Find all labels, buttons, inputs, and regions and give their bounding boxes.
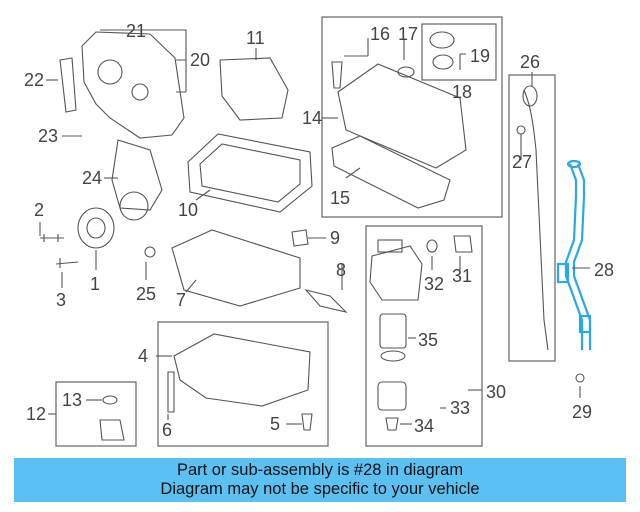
callout-7: 7: [176, 290, 186, 310]
callout-34: 34: [414, 416, 434, 436]
callout-16: 16: [370, 24, 390, 44]
callout-26: 26: [520, 52, 540, 72]
group-box-4: [157, 321, 329, 447]
callout-30: 30: [486, 382, 506, 402]
callout-28: 28: [594, 260, 614, 280]
callout-1: 1: [90, 274, 100, 294]
timing-cover-20: [81, 31, 185, 139]
callout-32: 32: [424, 274, 444, 294]
callout-18: 18: [452, 82, 472, 102]
part-11: [219, 57, 289, 121]
callout-4: 4: [138, 346, 148, 366]
pulley-1: [77, 207, 115, 249]
callout-24: 24: [82, 168, 102, 188]
group-box-30: [365, 225, 483, 447]
banner-line-1: Part or sub-assembly is #28 in diagram: [176, 461, 464, 479]
callout-3: 3: [56, 290, 66, 310]
callout-13: 13: [62, 390, 82, 410]
callout-8: 8: [336, 260, 346, 280]
callout-11: 11: [246, 28, 265, 48]
callout-25: 25: [136, 284, 156, 304]
filter-35: [379, 313, 407, 349]
part-22: [59, 57, 77, 113]
gasket-15: [331, 135, 451, 209]
callout-20: 20: [190, 50, 210, 70]
callout-19: 19: [470, 46, 490, 66]
callout-6: 6: [162, 420, 172, 440]
parts-diagram: 21 20 22 23 24 11 10 2 1 3 25 7 9 8 16 1…: [24, 16, 614, 447]
callout-21: 21: [126, 21, 146, 41]
banner-line-2: Diagram may not be specific to your vehi…: [160, 480, 480, 498]
callout-2: 2: [34, 200, 44, 220]
callout-15: 15: [330, 188, 350, 208]
callout-35: 35: [418, 330, 438, 350]
valve-cover-14: [337, 63, 467, 169]
part-24: [111, 139, 163, 211]
callout-10: 10: [178, 200, 198, 220]
callout-27: 27: [512, 152, 532, 172]
dipstick-tube-28[interactable]: [556, 159, 592, 350]
baffle-7: [171, 229, 301, 307]
info-banner: Part or sub-assembly is #28 in diagram D…: [14, 458, 626, 502]
callout-12: 12: [26, 404, 46, 424]
callout-23: 23: [38, 126, 58, 146]
dipstick-26: [523, 89, 549, 351]
callout-17: 17: [398, 24, 418, 44]
callout-31: 31: [452, 266, 472, 286]
group-box-18: [421, 23, 497, 81]
callout-14: 14: [302, 108, 322, 128]
gasket-10: [187, 133, 313, 213]
callout-29: 29: [572, 402, 592, 422]
callout-22: 22: [24, 70, 44, 90]
group-box-14: [321, 16, 503, 218]
callout-5: 5: [270, 414, 280, 434]
callout-33: 33: [450, 398, 470, 418]
callout-9: 9: [330, 228, 340, 248]
oil-pan-4: [173, 333, 311, 407]
